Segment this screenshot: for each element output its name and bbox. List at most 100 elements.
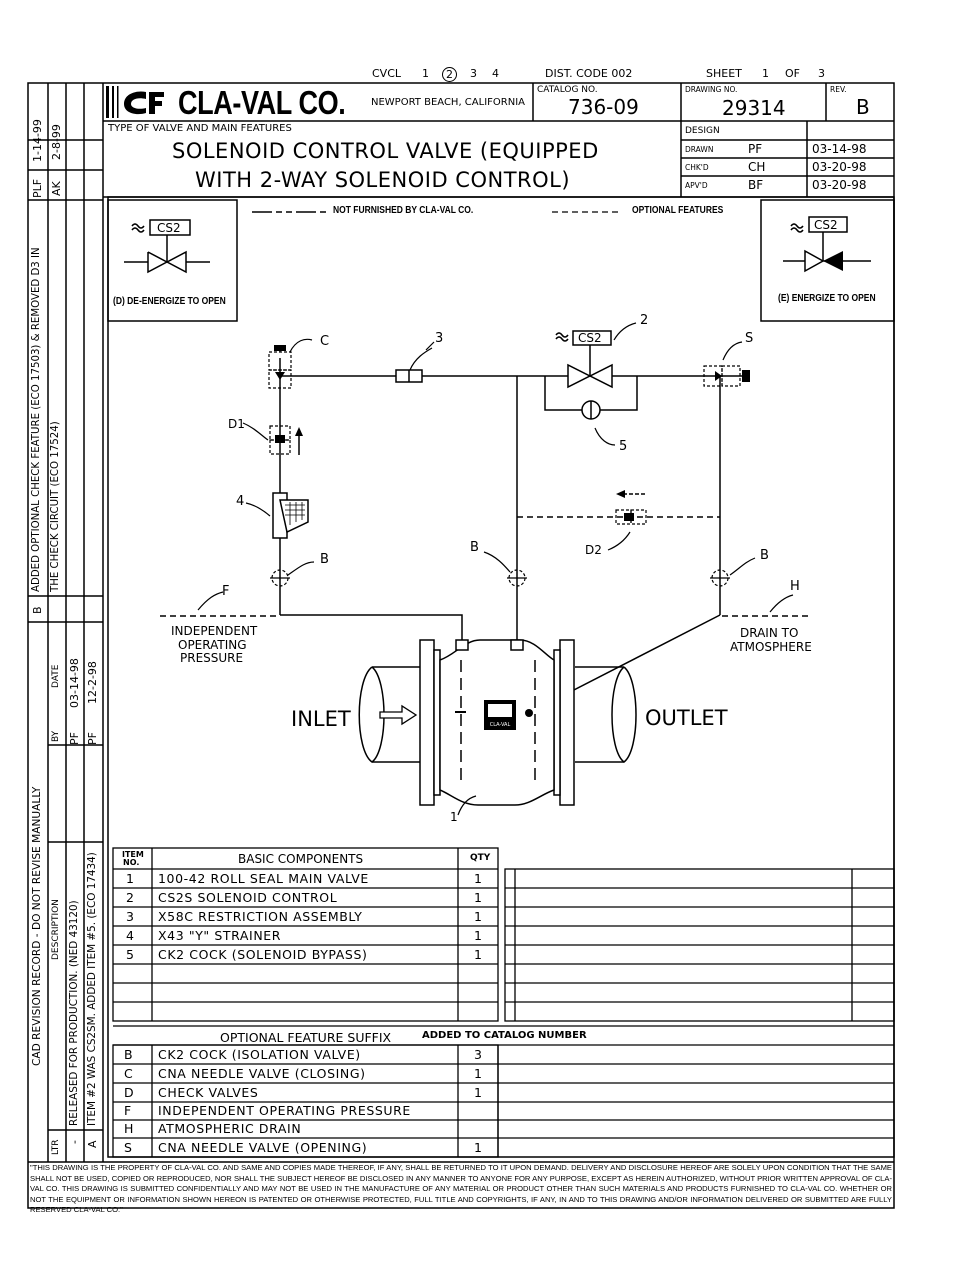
inset-right-caption: (E) ENERGIZE TO OPEN — [778, 293, 876, 304]
bc-qty-header: QTY — [470, 853, 491, 863]
sheet-number: 1 — [762, 67, 769, 80]
checked-date: 03-20-98 — [812, 160, 867, 174]
label-cs2: CS2 — [578, 331, 602, 345]
drawn-date: 03-14-98 — [812, 142, 867, 156]
catalog-label: CATALOG NO. — [537, 85, 598, 95]
bc-row-1-qty: 1 — [474, 871, 482, 886]
of-row-s-desc: CNA NEEDLE VALVE (OPENING) — [158, 1140, 368, 1155]
bc-row-4-no: 4 — [126, 928, 134, 943]
label-s: S — [745, 331, 754, 346]
footer-notice: "THIS DRAWING IS THE PROPERTY OF CLA-VAL… — [30, 1163, 892, 1214]
solenoid-control-icon — [555, 330, 613, 389]
bc-row-2-desc: CS2S SOLENOID CONTROL — [158, 890, 338, 905]
cvcl-number-3: 3 — [470, 67, 477, 80]
valve-type-label: TYPE OF VALVE AND MAIN FEATURES — [108, 123, 292, 134]
of-row-c-qty: 1 — [474, 1066, 482, 1081]
label-d2: D2 — [585, 543, 602, 557]
of-row-d-code: D — [124, 1085, 134, 1100]
drawn-by: PF — [748, 142, 763, 156]
bc-row-2-qty: 1 — [474, 890, 482, 905]
label-4: 4 — [236, 494, 245, 509]
bc-row-1-no: 1 — [126, 871, 134, 886]
drawing-number: 29314 — [722, 96, 786, 120]
label-1: 1 — [450, 810, 458, 824]
label-c: C — [320, 334, 330, 349]
bc-row-1-desc: 100-42 ROLL SEAL MAIN VALVE — [158, 871, 369, 886]
rev-value: B — [856, 95, 870, 119]
legend-not-furnished: NOT FURNISHED BY CLA-VAL CO. — [333, 205, 474, 216]
bc-row-5-desc: CK2 COCK (SOLENOID BYPASS) — [158, 947, 368, 962]
bc-row-3-qty: 1 — [474, 909, 482, 924]
label-b-mid: B — [470, 540, 479, 555]
of-row-s-code: S — [124, 1140, 132, 1155]
bc-row-5-qty: 1 — [474, 947, 482, 962]
y-strainer-icon — [272, 492, 309, 539]
cvcl-number-2-circled: 2 — [442, 67, 457, 82]
of-row-h-code: H — [124, 1121, 134, 1136]
of-row-f-desc: INDEPENDENT OPERATING PRESSURE — [158, 1103, 411, 1118]
catalog-number: 736-09 — [568, 95, 639, 119]
sheet-of: OF — [785, 67, 800, 80]
inset-de-energize-symbol — [124, 219, 210, 274]
inset-energize-symbol — [783, 216, 871, 273]
checked-label: CHK'D — [685, 163, 709, 172]
inset-right-tag: CS2 — [814, 218, 838, 232]
cvcl-label: CVCL — [372, 67, 402, 80]
of-row-b-desc: CK2 COCK (ISOLATION VALVE) — [158, 1047, 361, 1062]
drawn-label: DRAWN — [685, 145, 714, 154]
of-row-d-qty: 1 — [474, 1085, 482, 1100]
dist-code: DIST. CODE 002 — [545, 67, 633, 80]
of-row-f-code: F — [124, 1103, 132, 1118]
bc-title: BASIC COMPONENTS — [238, 852, 364, 866]
of-note: ADDED TO CATALOG NUMBER — [422, 1030, 587, 1041]
design-label: DESIGN — [685, 126, 720, 136]
company-name: CLA-VAL CO. — [178, 84, 346, 121]
of-row-c-code: C — [124, 1066, 133, 1081]
label-h: H — [790, 579, 800, 594]
legend-not-furnished-line — [252, 211, 327, 213]
of-title: OPTIONAL FEATURE SUFFIX — [220, 1030, 392, 1045]
bc-row-4-desc: X43 "Y" STRAINER — [158, 928, 282, 943]
approved-date: 03-20-98 — [812, 178, 867, 192]
bc-row-5-no: 5 — [126, 947, 134, 962]
independent-line3: PRESSURE — [180, 651, 244, 665]
approved-by: BF — [748, 178, 764, 192]
label-d1: D1 — [228, 417, 245, 431]
label-b-right: B — [760, 548, 769, 563]
of-row-b-code: B — [124, 1047, 133, 1062]
cvcl-number-1: 1 — [422, 67, 429, 80]
sheet-total: 3 — [818, 67, 825, 80]
valve-type-line2: WITH 2-WAY SOLENOID CONTROL) — [195, 168, 571, 192]
label-2: 2 — [640, 313, 649, 328]
independent-line1: INDEPENDENT — [171, 624, 258, 638]
independent-line2: OPERATING — [178, 638, 247, 652]
company-location: NEWPORT BEACH, CALIFORNIA — [371, 97, 525, 108]
of-row-b-qty: 3 — [474, 1047, 482, 1062]
drain-line2: ATMOSPHERE — [730, 640, 812, 654]
of-row-d-desc: CHECK VALVES — [158, 1085, 259, 1100]
sheet-label: SHEET — [706, 67, 742, 80]
bc-row-3-no: 3 — [126, 909, 134, 924]
cvcl-number-4: 4 — [492, 67, 499, 80]
label-5: 5 — [619, 439, 628, 454]
inlet-label: INLET — [291, 707, 351, 731]
bc-row-3-desc: X58C RESTRICTION ASSEMBLY — [158, 909, 363, 924]
of-row-h-desc: ATMOSPHERIC DRAIN — [158, 1121, 302, 1136]
inset-left-tag: CS2 — [157, 221, 181, 235]
bc-item-header-1: ITEM — [122, 850, 144, 859]
legend-optional-line — [552, 211, 622, 213]
svg-text:CLA-VAL: CLA-VAL — [490, 722, 511, 728]
drain-line1: DRAIN TO — [740, 626, 799, 640]
of-row-s-qty: 1 — [474, 1140, 482, 1155]
drawing-label: DRAWING NO. — [685, 85, 738, 94]
bc-item-header-2: NO. — [123, 858, 140, 867]
checked-by: CH — [748, 160, 766, 174]
label-3: 3 — [435, 331, 444, 346]
rev-label: REV. — [830, 85, 847, 94]
label-b-left: B — [320, 552, 329, 567]
valve-type-line1: SOLENOID CONTROL VALVE (EQUIPPED — [172, 139, 599, 163]
of-row-c-desc: CNA NEEDLE VALVE (CLOSING) — [158, 1066, 366, 1081]
